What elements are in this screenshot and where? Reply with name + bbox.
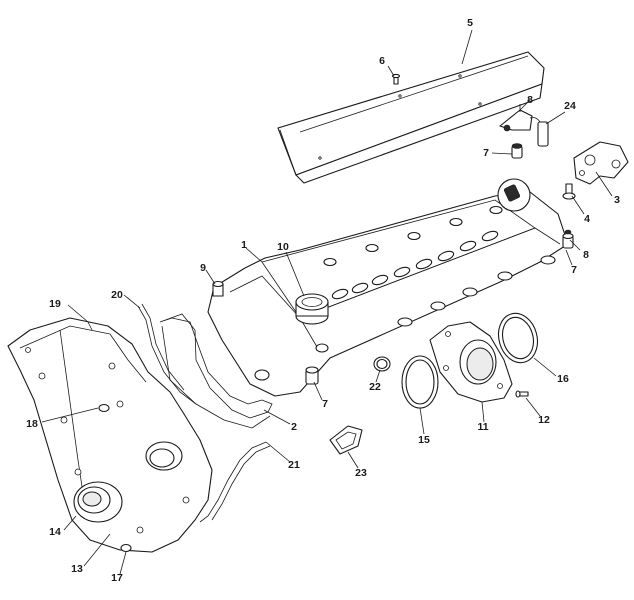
callout-7-right: 7 [571, 264, 577, 276]
callout-17: 17 [111, 572, 123, 584]
bolt-12 [515, 390, 529, 398]
callout-18: 18 [26, 418, 38, 430]
callout-22: 22 [369, 381, 381, 393]
breather-fitting [212, 280, 224, 297]
bracket-plate [573, 141, 629, 185]
camshaft-sensor-lower [305, 366, 319, 385]
crank-seal-boss [73, 481, 123, 523]
callout-23: 23 [355, 467, 367, 479]
camshaft-sensor-right [562, 229, 574, 249]
bolt-18 [98, 403, 110, 413]
callout-24: 24 [564, 100, 576, 112]
cover-ports [331, 230, 499, 300]
callout-5: 5 [467, 17, 473, 29]
cover-holes [25, 347, 190, 534]
callout-1: 1 [241, 239, 247, 251]
bracket-8 [499, 104, 533, 132]
callout-16: 16 [557, 373, 569, 385]
seal-strip-20 [137, 303, 197, 405]
callout-20: 20 [111, 289, 123, 301]
cover-bolt-bosses [254, 205, 556, 381]
callout-3: 3 [614, 194, 620, 206]
callout-19: 19 [49, 298, 61, 310]
callout-7-lower: 7 [322, 398, 328, 410]
callout-4: 4 [584, 213, 590, 225]
connector-24 [529, 117, 549, 147]
callout-10: 10 [277, 241, 289, 253]
o-ring-15 [401, 355, 439, 409]
camshaft-cover [207, 191, 569, 397]
seal-22 [373, 356, 391, 372]
callout-6: 6 [379, 55, 385, 67]
dowel-19 [87, 321, 93, 331]
heat-shield [277, 51, 545, 184]
sensor-inset [497, 178, 531, 212]
sensor-7-upper [511, 143, 523, 159]
callout-14: 14 [49, 526, 61, 538]
callout-21: 21 [288, 459, 300, 471]
oil-filler-cap [295, 293, 329, 325]
callout-13: 13 [71, 563, 83, 575]
callout-labels: 5 6 8 24 7 3 4 8 7 1 10 9 20 19 18 2 21 … [26, 17, 620, 584]
rear-plate [429, 321, 513, 403]
callout-9: 9 [200, 262, 206, 274]
bolt-4 [562, 183, 576, 200]
bolt-6 [391, 73, 401, 85]
leader-lines [41, 29, 613, 575]
bolt-17 [120, 543, 132, 553]
cover-bore [145, 441, 183, 471]
o-ring-16 [497, 312, 539, 364]
callout-8-lower: 8 [583, 249, 589, 261]
timing-cover [7, 317, 213, 553]
callout-15: 15 [418, 434, 430, 446]
seal-strip-21 [199, 441, 271, 523]
callout-12: 12 [538, 414, 550, 426]
callout-2: 2 [291, 421, 297, 433]
gasket-23 [329, 425, 363, 455]
callout-8-upper: 8 [527, 94, 533, 106]
callout-11: 11 [477, 421, 488, 433]
callout-7-upper: 7 [483, 147, 489, 159]
